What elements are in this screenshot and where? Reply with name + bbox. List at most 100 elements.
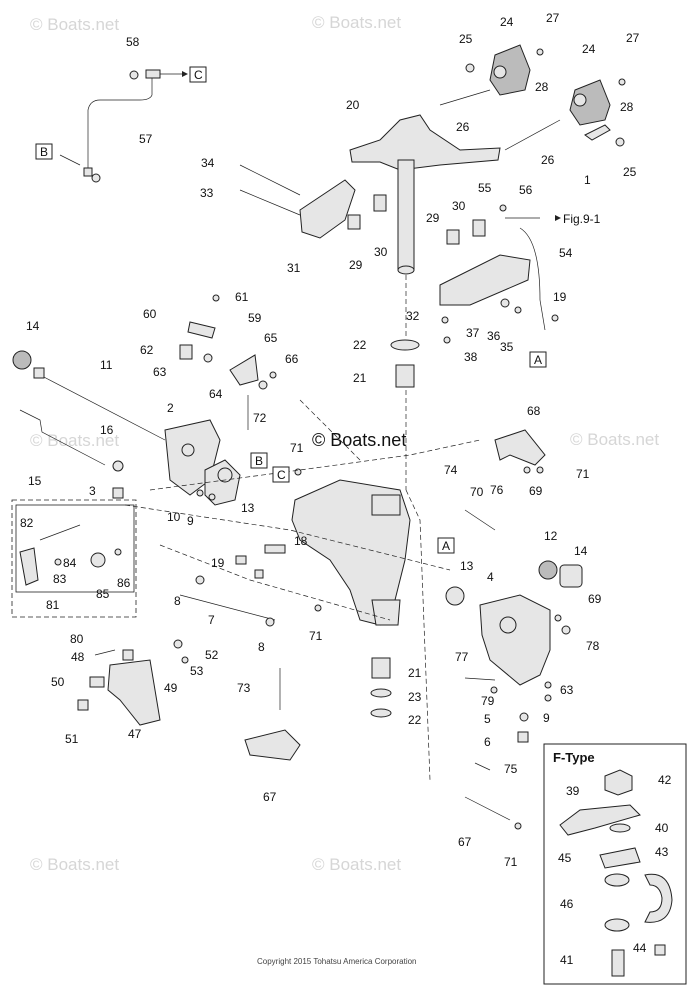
svg-text:71: 71	[309, 629, 323, 643]
svg-text:45: 45	[558, 851, 572, 865]
svg-text:86: 86	[117, 576, 131, 590]
svg-text:13: 13	[460, 559, 474, 573]
watermark: © Boats.net	[570, 430, 659, 449]
watermark: © Boats.net	[30, 431, 119, 450]
f-type-title: F-Type	[553, 750, 595, 765]
svg-text:60: 60	[143, 307, 157, 321]
svg-text:85: 85	[96, 587, 110, 601]
svg-text:63: 63	[153, 365, 167, 379]
lever-67	[244, 729, 301, 761]
svg-text:8: 8	[258, 640, 265, 654]
watermark: © Boats.net	[30, 855, 119, 874]
tilt-lever-68	[494, 429, 546, 466]
svg-text:71: 71	[576, 467, 590, 481]
svg-text:C: C	[277, 468, 286, 482]
svg-text:22: 22	[353, 338, 367, 352]
svg-text:42: 42	[658, 773, 672, 787]
svg-text:15: 15	[28, 474, 42, 488]
bushing-14	[559, 564, 583, 588]
rubber-mount-24-left	[489, 44, 531, 96]
svg-text:78: 78	[586, 639, 600, 653]
watermark: © Boats.net	[312, 13, 401, 32]
box-ref-b-top: B	[35, 143, 53, 160]
svg-text:80: 80	[70, 632, 84, 646]
swivel-bracket	[291, 479, 411, 626]
svg-text:63: 63	[560, 683, 574, 697]
svg-text:19: 19	[211, 556, 225, 570]
svg-text:40: 40	[655, 821, 669, 835]
svg-text:68: 68	[527, 404, 541, 418]
svg-text:5: 5	[484, 712, 491, 726]
svg-text:27: 27	[546, 11, 560, 25]
svg-text:31: 31	[287, 261, 301, 275]
svg-text:61: 61	[235, 290, 249, 304]
svg-text:66: 66	[285, 352, 299, 366]
washer-22	[390, 339, 420, 351]
svg-text:B: B	[255, 454, 263, 468]
svg-text:33: 33	[200, 186, 214, 200]
svg-text:73: 73	[237, 681, 251, 695]
svg-text:59: 59	[248, 311, 262, 325]
svg-text:21: 21	[408, 666, 422, 680]
svg-text:47: 47	[128, 727, 142, 741]
nut-14	[12, 350, 32, 370]
plate-32	[439, 254, 531, 306]
svg-text:35: 35	[500, 340, 514, 354]
svg-text:82: 82	[20, 516, 34, 530]
svg-text:28: 28	[620, 100, 634, 114]
svg-text:B: B	[40, 145, 48, 159]
svg-text:51: 51	[65, 732, 79, 746]
svg-text:69: 69	[529, 484, 543, 498]
callout-labels: 58 57 20 24 25 27 28 26 24 27 28 26 1 25…	[20, 11, 672, 967]
svg-text:64: 64	[209, 387, 223, 401]
tilt-stopper-47	[107, 659, 161, 726]
bushing-21-lower	[371, 657, 391, 679]
box-ref-b-mid: B	[250, 452, 268, 469]
svg-text:36: 36	[487, 329, 501, 343]
fig-ref-label: Fig.9-1	[563, 212, 601, 226]
svg-text:49: 49	[164, 681, 178, 695]
copyright-text: Copyright 2015 Tohatsu America Corporati…	[257, 957, 417, 966]
svg-text:14: 14	[574, 544, 588, 558]
watermark: © Boats.net	[312, 855, 401, 874]
svg-text:3: 3	[89, 484, 96, 498]
svg-text:21: 21	[353, 371, 367, 385]
svg-text:58: 58	[126, 35, 140, 49]
svg-text:65: 65	[264, 331, 278, 345]
svg-text:54: 54	[559, 246, 573, 260]
svg-text:18: 18	[294, 534, 308, 548]
svg-text:14: 14	[26, 319, 40, 333]
svg-text:A: A	[442, 539, 450, 553]
steering-bracket-20	[349, 114, 501, 275]
svg-text:20: 20	[346, 98, 360, 112]
clamp-bracket-4	[479, 594, 551, 686]
svg-text:62: 62	[140, 343, 154, 357]
box-ref-a-right: A	[437, 537, 455, 554]
bracket-31	[239, 164, 356, 239]
box-ref-c-top: C	[189, 66, 207, 83]
svg-text:26: 26	[456, 120, 470, 134]
svg-text:44: 44	[633, 941, 647, 955]
svg-text:69: 69	[588, 592, 602, 606]
svg-text:23: 23	[408, 690, 422, 704]
box-ref-a-mid: A	[529, 351, 547, 368]
svg-text:75: 75	[504, 762, 518, 776]
svg-text:48: 48	[71, 650, 85, 664]
svg-text:24: 24	[500, 15, 514, 29]
svg-text:32: 32	[406, 309, 420, 323]
svg-text:22: 22	[408, 713, 422, 727]
svg-text:67: 67	[263, 790, 277, 804]
svg-text:6: 6	[484, 735, 491, 749]
svg-text:28: 28	[535, 80, 549, 94]
svg-text:72: 72	[253, 411, 267, 425]
bushing-21	[395, 364, 415, 388]
svg-text:79: 79	[481, 694, 495, 708]
svg-text:56: 56	[519, 183, 533, 197]
svg-text:30: 30	[374, 245, 388, 259]
svg-text:25: 25	[459, 32, 473, 46]
svg-text:81: 81	[46, 598, 60, 612]
svg-text:12: 12	[544, 529, 558, 543]
svg-text:11: 11	[100, 358, 113, 372]
svg-text:50: 50	[51, 675, 65, 689]
